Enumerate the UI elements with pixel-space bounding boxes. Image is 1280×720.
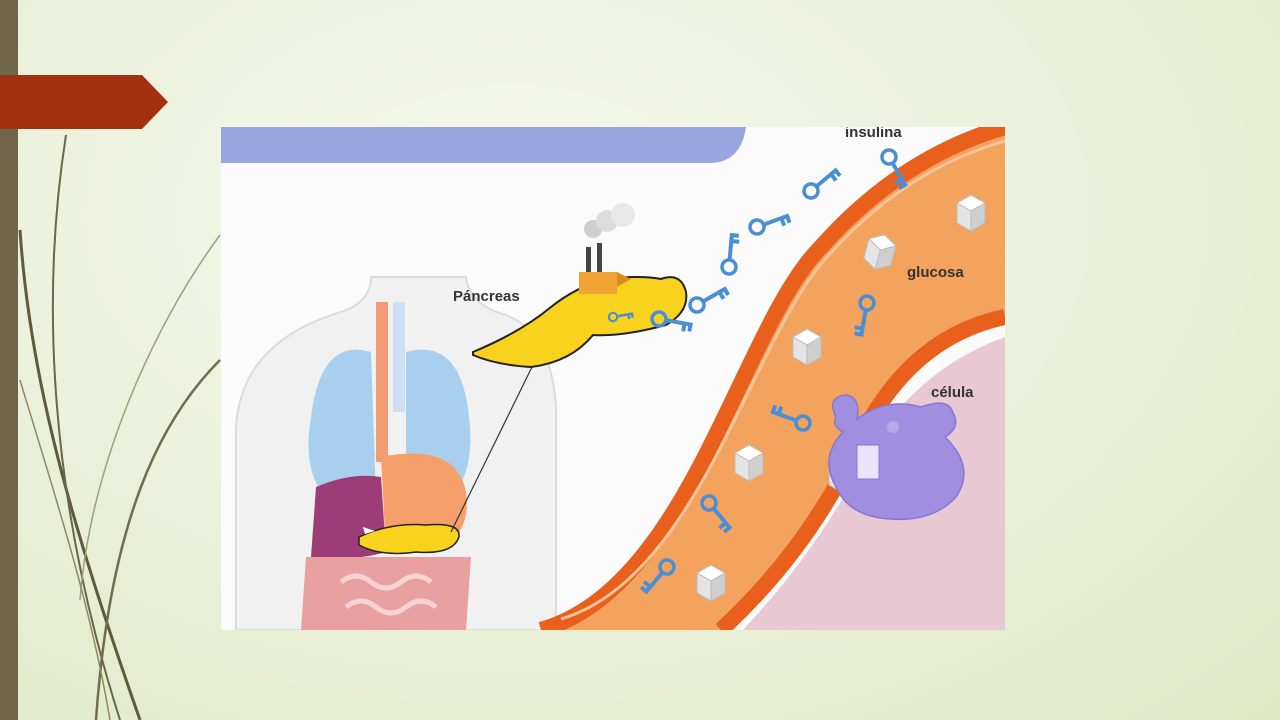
cell-icon — [828, 394, 965, 521]
human-body-icon — [235, 276, 557, 630]
sugar-cube-icon — [696, 564, 726, 602]
sugar-cube-icon — [792, 328, 822, 366]
sugar-cube-icon — [734, 444, 764, 482]
insulin-glucose-diagram: Páncreas insulina glucosa célula — [221, 127, 1005, 630]
pointer-line — [450, 366, 533, 533]
lungs-icon — [308, 349, 376, 502]
cell-label: célula — [931, 384, 974, 401]
insulin-label: insulina — [845, 127, 902, 141]
decorative-vines — [18, 134, 221, 720]
pancreas-icon — [472, 203, 688, 369]
sugar-cube-icon — [956, 194, 986, 232]
title-marker-tab — [0, 75, 168, 129]
factory-icon — [579, 203, 635, 294]
pancreas-label: Páncreas — [453, 288, 520, 305]
pancreas-in-body — [358, 523, 460, 555]
title-banner — [221, 127, 746, 163]
glucose-label: glucosa — [907, 264, 964, 281]
left-accent-bar — [0, 0, 18, 720]
